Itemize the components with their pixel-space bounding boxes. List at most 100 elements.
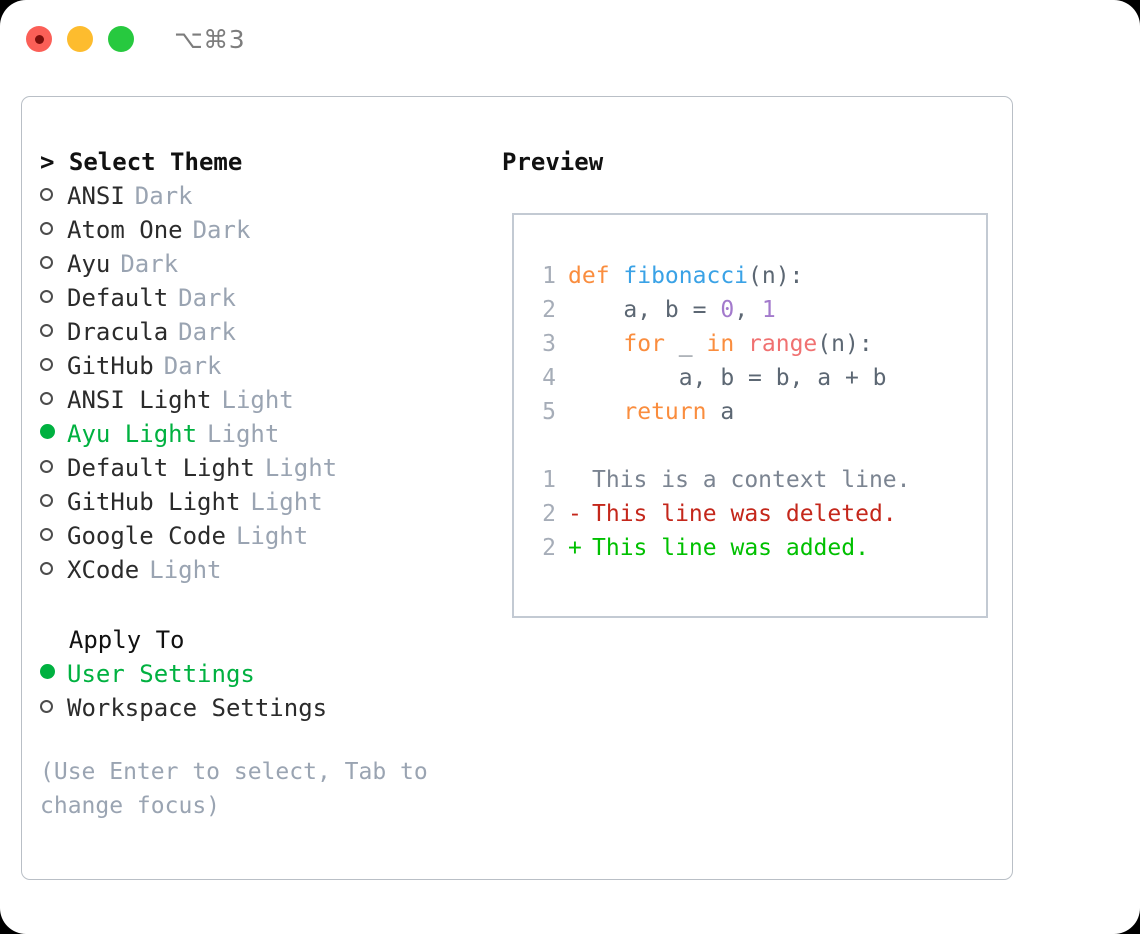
radio-unselected-icon (40, 213, 67, 247)
theme-option[interactable]: Google Code Light (40, 519, 492, 553)
theme-option[interactable]: Atom One Dark (40, 213, 492, 247)
code-token: a (720, 399, 735, 425)
option-tag: Dark (120, 250, 179, 278)
radio-glyph (40, 664, 55, 679)
radio-unselected-icon (40, 349, 67, 383)
option-tag: Dark (192, 216, 251, 244)
radio-glyph (40, 562, 53, 575)
diff-line: 2 + This line was added. (528, 531, 986, 565)
option-tag: Light (149, 556, 222, 584)
zoom-button[interactable] (108, 26, 134, 52)
theme-option[interactable]: GitHub Dark (40, 349, 492, 383)
code-line: 1 def fibonacci(n): (528, 259, 986, 293)
option-tag: Light (235, 522, 309, 550)
preview-heading: Preview (502, 148, 604, 176)
radio-glyph (40, 324, 53, 337)
recording-indicator-icon (34, 34, 44, 44)
line-number: 2 (542, 297, 556, 323)
radio-glyph (40, 392, 53, 405)
code-line: 3 for _ in range(n): (528, 327, 986, 361)
code-token: (n): (748, 263, 804, 289)
diff-line: 1 This is a context line. (528, 463, 986, 497)
option-label: Google Code (67, 522, 226, 550)
radio-unselected-icon (40, 485, 67, 519)
option-label: ANSI Light (67, 386, 212, 414)
option-tag: Light (250, 488, 323, 516)
diff-text: This is a context line. (592, 467, 911, 493)
window-titlebar: ⌥⌘3 (0, 0, 1140, 78)
option-label: GitHub (67, 352, 154, 380)
option-tag: Dark (134, 182, 193, 210)
option-label: Default (67, 284, 169, 312)
radio-glyph (40, 222, 53, 235)
radio-glyph (40, 188, 53, 201)
radio-unselected-icon (40, 247, 67, 281)
option-tag: Light (207, 420, 280, 448)
code-token: in (706, 331, 749, 357)
option-label: Dracula (67, 318, 169, 346)
apply-to-option[interactable]: User Settings (40, 657, 492, 691)
code-token: return (568, 399, 721, 425)
code-token: for (568, 331, 665, 357)
code-line: 5 return a (528, 395, 986, 429)
code-token: 0 (720, 297, 735, 323)
apply-to-option[interactable]: Workspace Settings (40, 691, 492, 725)
line-number: 1 (542, 263, 556, 289)
line-number: 2 (542, 535, 556, 561)
code-token: def (568, 263, 624, 289)
option-label: Workspace Settings (67, 694, 328, 722)
radio-unselected-icon (40, 383, 67, 417)
diff-line: 2-This line was deleted. (528, 497, 986, 531)
code-token: a, b = b, a + b (568, 365, 887, 391)
code-token: 1 (761, 297, 776, 323)
diff-sample: 1 This is a context line.2-This line was… (528, 463, 986, 565)
radio-unselected-icon (40, 519, 67, 553)
option-label: GitHub Light (67, 488, 241, 516)
option-label: ANSI (67, 182, 125, 210)
line-number: 3 (542, 331, 556, 357)
radio-glyph (40, 424, 55, 439)
close-button[interactable] (26, 26, 52, 52)
radio-glyph (40, 460, 53, 473)
option-label: Atom One (67, 216, 183, 244)
radio-unselected-icon (40, 451, 67, 485)
keyboard-hint-text: (Use Enter to select, Tab to change focu… (40, 759, 428, 819)
code-line: 4 a, b = b, a + b (528, 361, 986, 395)
line-number: 4 (542, 365, 556, 391)
minimize-button[interactable] (67, 26, 93, 52)
radio-glyph (40, 290, 53, 303)
option-tag: Dark (178, 284, 236, 312)
diff-marker: + (568, 535, 582, 561)
line-number: 5 (542, 399, 556, 425)
code-token: range (748, 331, 818, 357)
radio-unselected-icon (40, 281, 67, 315)
radio-selected-icon (40, 417, 67, 451)
code-token: fibonacci (623, 263, 749, 289)
radio-unselected-icon (40, 691, 67, 725)
diff-text: This line was added. (592, 535, 869, 561)
diff-marker (568, 463, 592, 497)
code-token: , (734, 297, 762, 323)
option-label: Default Light (67, 454, 255, 482)
keyboard-shortcut-label: ⌥⌘3 (174, 24, 246, 54)
theme-option[interactable]: ANSI Dark (40, 179, 492, 213)
radio-glyph (40, 494, 53, 507)
theme-option[interactable]: Default Dark (40, 281, 492, 315)
line-number: 1 (542, 467, 556, 493)
radio-glyph (40, 256, 53, 269)
option-tag: Dark (163, 352, 222, 380)
theme-option[interactable]: GitHub Light Light (40, 485, 492, 519)
